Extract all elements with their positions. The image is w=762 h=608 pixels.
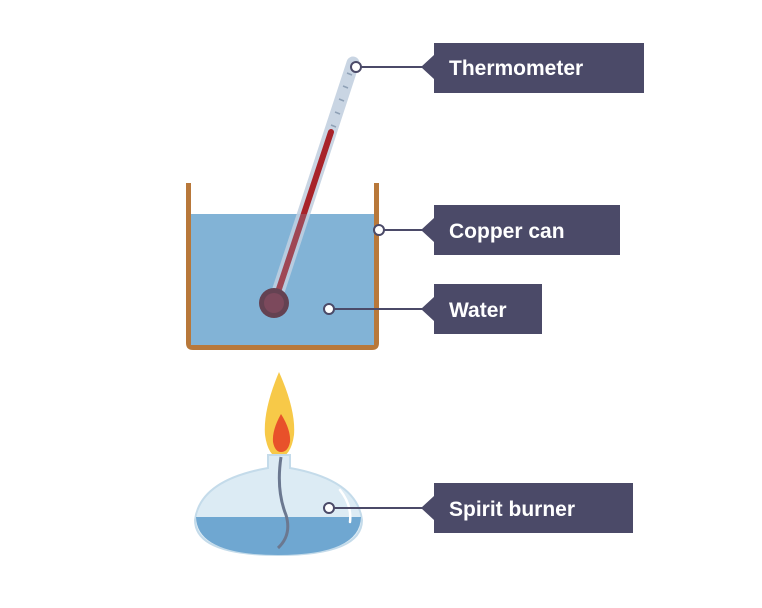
spirit-burner-label-text: Spirit burner: [449, 498, 575, 521]
copper-can-pointer-dot: [373, 224, 385, 236]
water-label-text: Water: [449, 299, 507, 322]
water-label: Water: [421, 284, 542, 334]
copper-can-label-text: Copper can: [449, 220, 565, 243]
spirit-burner: [193, 454, 364, 557]
flame: [264, 372, 295, 458]
thermometer-pointer-dot: [350, 61, 362, 73]
copper-can-label: Copper can: [421, 205, 620, 255]
spirit-burner-label: Spirit burner: [421, 483, 633, 533]
thermometer-label-text: Thermometer: [449, 57, 583, 80]
thermometer: [259, 56, 360, 318]
water-pointer-dot: [323, 303, 335, 315]
leader-lines: [329, 66, 436, 509]
water-tint: [191, 214, 374, 345]
spirit-burner-pointer-dot: [323, 502, 335, 514]
thermometer-label: Thermometer: [421, 43, 644, 93]
